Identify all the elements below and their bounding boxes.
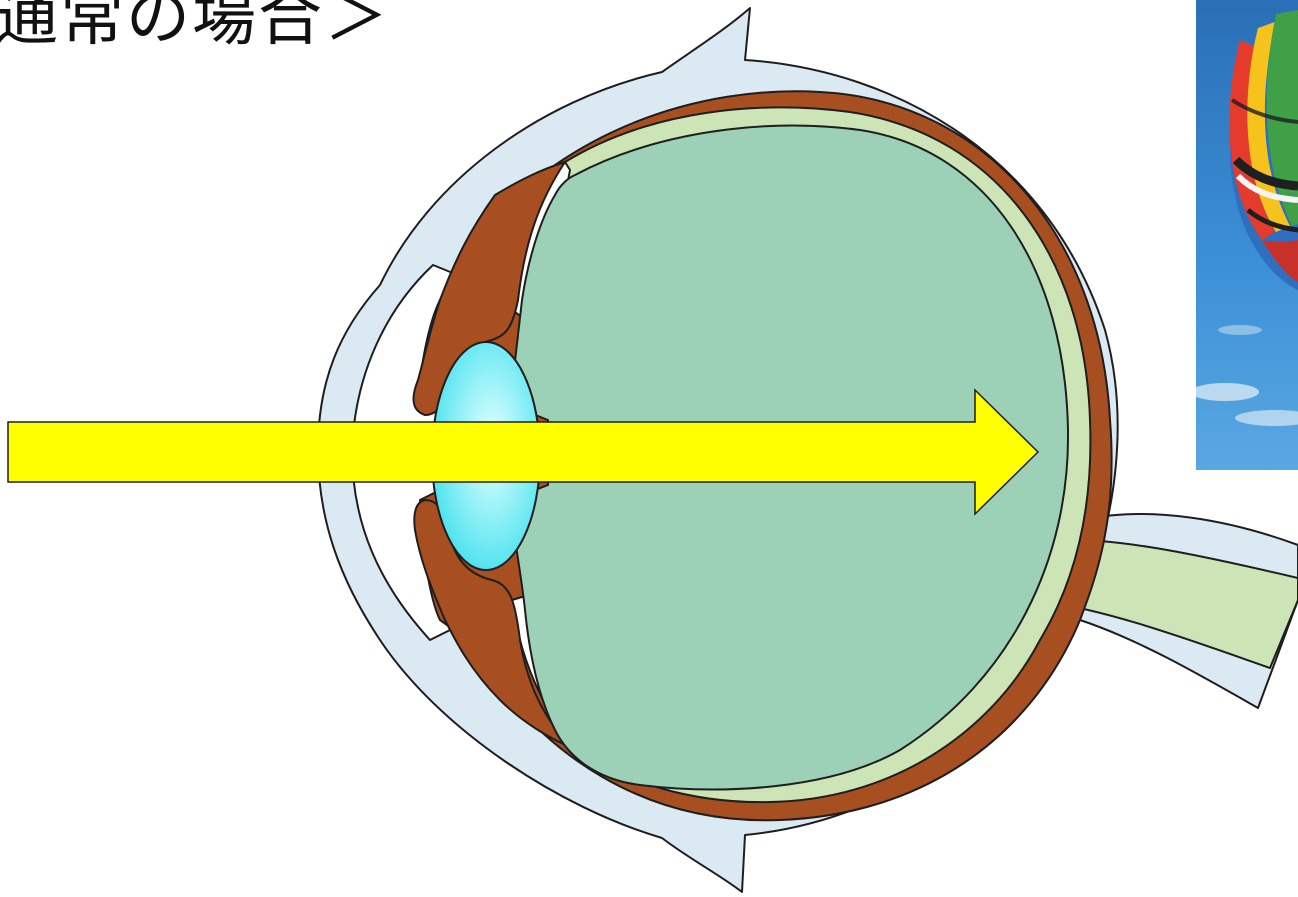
balloon-photo [1191, 0, 1298, 470]
photo-cloud [1191, 383, 1259, 401]
photo-cloud [1218, 325, 1262, 335]
